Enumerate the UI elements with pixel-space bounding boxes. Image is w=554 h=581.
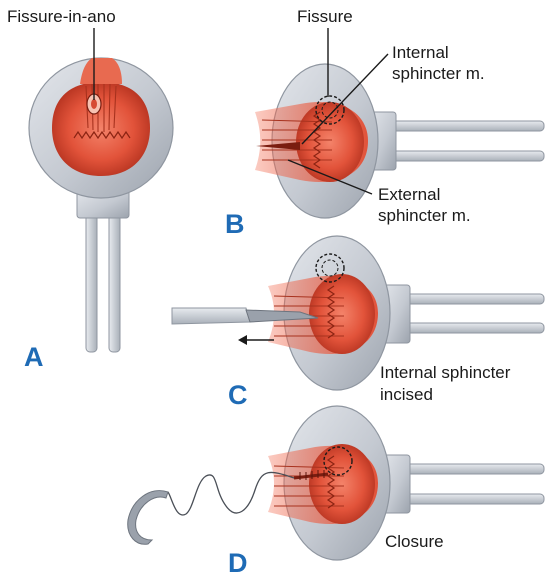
label-internal-sphincter-line2: sphincter m. <box>392 63 485 84</box>
scalpel-handle-c <box>172 308 250 324</box>
direction-arrowhead-c <box>238 335 247 345</box>
tissue-c-core <box>309 274 375 354</box>
retractor-handle-a-left <box>86 214 97 352</box>
label-external-sphincter-line2: sphincter m. <box>378 205 471 226</box>
retractor-bar-d-top <box>398 464 544 474</box>
panel-label-d: D <box>228 548 248 578</box>
label-external-sphincter-line1: External <box>378 184 440 205</box>
label-incised-line2: incised <box>380 384 433 405</box>
panel-label-b: B <box>225 209 245 239</box>
retractor-view-d <box>128 406 544 560</box>
tissue-a <box>52 82 150 176</box>
retractor-bar-d-bottom <box>398 494 544 504</box>
retractor-bar-c-bottom <box>398 323 544 333</box>
fissure-a-core <box>91 99 97 109</box>
panel-label-c: C <box>228 380 248 410</box>
retractor-bar-b-top <box>384 121 544 131</box>
retractor-view-a <box>29 58 173 352</box>
label-closure: Closure <box>385 531 444 552</box>
label-fissure: Fissure <box>297 6 353 27</box>
retractor-bar-c-top <box>398 294 544 304</box>
retractor-bar-b-bottom <box>384 151 544 161</box>
retractor-handle-a-right <box>109 214 120 352</box>
label-internal-sphincter-line1: Internal <box>392 42 449 63</box>
label-fissure-in-ano: Fissure-in-ano <box>7 6 116 27</box>
tissue-d-core <box>309 444 375 524</box>
label-incised-line1: Internal sphincter <box>380 362 510 383</box>
suture-needle-d <box>128 491 168 545</box>
panel-label-a: A <box>24 342 44 372</box>
